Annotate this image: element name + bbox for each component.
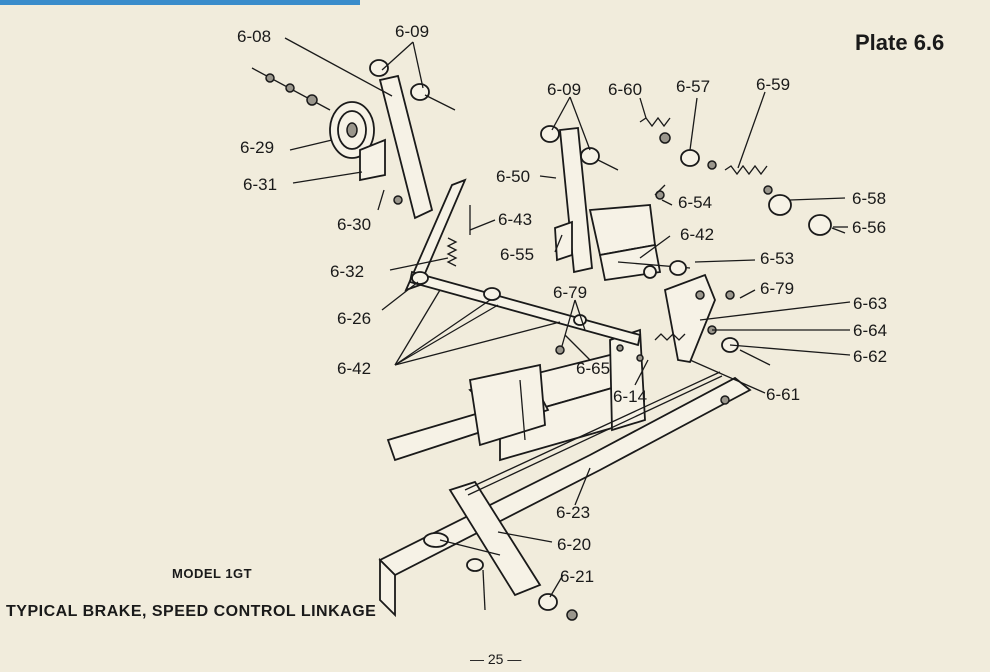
callout-6-21: 6-21 [560,567,594,586]
callout-6-54: 6-54 [678,193,712,212]
callout-6-26: 6-26 [337,309,371,328]
speed-control-plate [654,273,771,366]
callout-6-30: 6-30 [337,215,371,234]
callout-6-09-right: 6-09 [547,80,581,99]
linkage-rod [464,371,721,491]
callout-6-32: 6-32 [330,262,364,281]
speed-control-lever [540,125,619,274]
callout-6-31: 6-31 [243,175,277,194]
callout-6-79-left: 6-79 [553,283,587,302]
brake-pedal-arm [423,480,542,597]
callout-6-43: 6-43 [498,210,532,229]
brake-pulley [329,101,375,159]
model-label: MODEL 1GT [172,566,253,581]
plate-title: Plate 6.6 [855,30,945,55]
callout-6-14: 6-14 [613,387,647,406]
callout-labels: 6-08 6-09 6-29 6-31 6-30 6-09 6-60 6-57 … [237,22,887,586]
callout-6-60: 6-60 [608,80,642,99]
callout-6-53: 6-53 [760,249,794,268]
control-bracket [588,184,666,282]
callout-6-61: 6-61 [766,385,800,404]
callout-6-62: 6-62 [853,347,887,366]
leader-lines [284,37,851,598]
top-color-band [0,0,360,5]
callout-6-55: 6-55 [500,245,534,264]
cross-shaft [408,270,644,362]
spring [446,237,458,267]
callout-6-23: 6-23 [556,503,590,522]
callout-6-79-right: 6-79 [760,279,794,298]
callout-6-42-lower: 6-42 [337,359,371,378]
callout-6-08: 6-08 [237,27,271,46]
callout-6-29: 6-29 [240,138,274,157]
bolt-assembly-left [251,67,331,111]
callout-6-57: 6-57 [676,77,710,96]
callout-6-09-top: 6-09 [395,22,429,41]
callout-6-63: 6-63 [853,294,887,313]
callout-6-42-upper: 6-42 [680,225,714,244]
figure-caption: TYPICAL BRAKE, SPEED CONTROL LINKAGE [6,603,377,620]
control-shaft [617,260,691,279]
callout-6-64: 6-64 [853,321,887,340]
callout-6-65: 6-65 [576,359,610,378]
callout-6-59: 6-59 [756,75,790,94]
callout-6-58: 6-58 [852,189,886,208]
page-number: — 25 — [470,651,522,667]
callout-6-20: 6-20 [557,535,591,554]
pivot-arm-upper [359,59,456,220]
callout-6-56: 6-56 [852,218,886,237]
spring-assembly-right [639,116,846,236]
lower-hardware [466,395,730,621]
callout-6-50: 6-50 [496,167,530,186]
